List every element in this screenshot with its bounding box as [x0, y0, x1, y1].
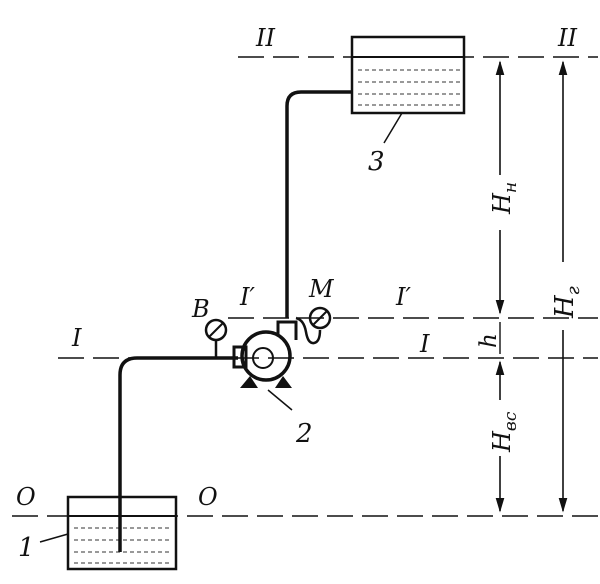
label-level-1p-left: I′	[239, 283, 255, 311]
svg-text:Hг: Hг	[550, 286, 584, 319]
label-level-1-right: I	[419, 330, 430, 358]
leader-tank-1	[39, 533, 69, 543]
lower-tank	[66, 495, 178, 571]
label-pressure-gauge: M	[308, 275, 335, 303]
label-level-0-left: O	[16, 483, 36, 511]
label-level-0-right: O	[198, 483, 218, 511]
leader-tank-3	[383, 112, 403, 144]
label-level-1-left: I	[71, 324, 82, 352]
label-h-n: Hн	[488, 182, 521, 215]
suction-pipe	[118, 356, 238, 552]
svg-text:Hн: Hн	[488, 182, 521, 215]
svg-text:h: h	[476, 333, 502, 348]
label-tank-1: 1	[18, 533, 35, 563]
label-level-1p-right: I′	[395, 283, 411, 311]
svg-text:Hвс: Hвс	[488, 411, 521, 453]
label-h: h	[476, 333, 502, 348]
upper-tank	[350, 35, 466, 115]
pump	[232, 320, 298, 388]
label-pump-2: 2	[295, 419, 313, 449]
label-level-2-left: II	[255, 24, 275, 52]
pressure-gauge	[295, 306, 332, 345]
label-tank-3: 3	[368, 147, 385, 177]
discharge-pipe	[285, 90, 352, 318]
label-vacuum-gauge: B	[191, 295, 210, 323]
leader-pump-2	[267, 389, 293, 411]
label-h-vs: Hвс	[488, 411, 521, 453]
label-h-g: Hг	[550, 286, 584, 319]
vacuum-gauge	[204, 318, 228, 358]
label-level-2-right: II	[557, 24, 577, 52]
